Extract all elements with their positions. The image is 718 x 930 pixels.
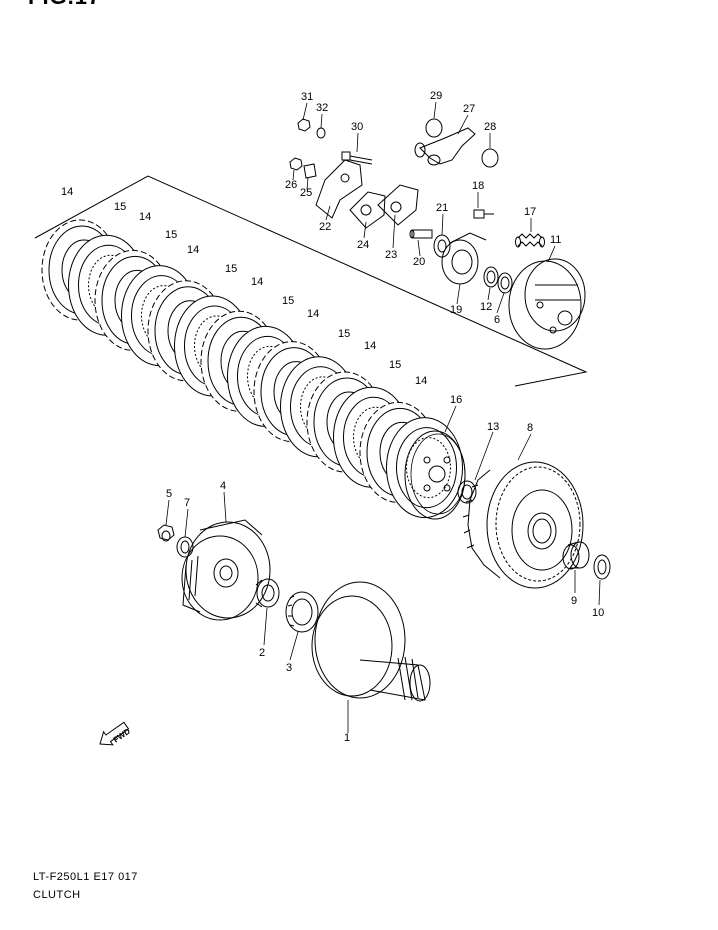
- washer-32: [316, 127, 326, 139]
- washer-12: [483, 266, 499, 288]
- callout-25: 25: [300, 187, 313, 199]
- callout-29: 29: [430, 90, 443, 102]
- nut-31: [297, 118, 311, 132]
- diagram-code: LT-F250L1 E17 017: [33, 871, 138, 883]
- callout-2: 2: [259, 647, 266, 659]
- plate-group-bracket: [34, 175, 588, 387]
- callout-11: 11: [550, 234, 562, 246]
- callout-15a: 15: [114, 201, 127, 213]
- callout-20: 20: [413, 256, 426, 268]
- steel-plate: [386, 417, 463, 519]
- clutch-housing-8: [462, 461, 584, 589]
- callout-15e: 15: [338, 328, 351, 340]
- callout-14f: 14: [364, 340, 377, 352]
- callout-7: 7: [184, 497, 191, 509]
- callout-8: 8: [527, 422, 534, 434]
- callout-6: 6: [494, 314, 501, 326]
- cam-plate-24: [349, 191, 386, 229]
- callout-1: 1: [344, 732, 351, 744]
- callout-4: 4: [220, 480, 227, 492]
- clutch-sleeve-hub-11: [508, 258, 586, 350]
- cam-23: [377, 184, 419, 226]
- centrifugal-clutch-4: [181, 519, 271, 621]
- clutch-drum-1: [311, 581, 431, 702]
- callout-14b: 14: [139, 211, 152, 223]
- callout-10: 10: [592, 607, 605, 619]
- release-lever-22: [315, 159, 363, 219]
- callout-15d: 15: [282, 295, 295, 307]
- callout-14a: 14: [61, 186, 74, 198]
- nut-26: [289, 157, 303, 171]
- bearing-2: [255, 578, 280, 608]
- diagram-title: CLUTCH: [33, 889, 81, 901]
- pressure-plate-16: [404, 430, 466, 520]
- callout-14e: 14: [307, 308, 320, 320]
- callout-3: 3: [286, 662, 293, 674]
- callout-9: 9: [571, 595, 578, 607]
- callout-28: 28: [484, 121, 497, 133]
- callout-14g: 14: [415, 375, 428, 387]
- callout-18: 18: [472, 180, 485, 192]
- callout-16: 16: [450, 394, 463, 406]
- washer-10: [593, 554, 611, 580]
- callout-26: 26: [285, 179, 298, 191]
- callout-13: 13: [487, 421, 500, 433]
- oil-pipe-27: [414, 127, 476, 166]
- callout-23: 23: [385, 249, 398, 261]
- callout-31: 31: [301, 91, 314, 103]
- callout-14d: 14: [251, 276, 264, 288]
- bolt-18: [473, 209, 494, 219]
- callout-12: 12: [480, 301, 493, 313]
- needle-bearing-3: [285, 591, 319, 633]
- callout-15f: 15: [389, 359, 402, 371]
- callout-15c: 15: [225, 263, 238, 275]
- callout-19: 19: [450, 304, 463, 316]
- callout-14c: 14: [187, 244, 200, 256]
- washer-13: [457, 480, 477, 504]
- callout-15b: 15: [165, 229, 178, 241]
- callout-24: 24: [357, 239, 370, 251]
- leader-lines: [165, 101, 601, 733]
- callout-30: 30: [351, 121, 364, 133]
- clutch-spring-17: [515, 233, 545, 248]
- callout-32: 32: [316, 102, 329, 114]
- plate-stack: [41, 219, 463, 519]
- washer-6: [497, 272, 513, 294]
- nut-5: [157, 524, 175, 542]
- callout-27: 27: [463, 103, 476, 115]
- bolt-30: [341, 151, 373, 165]
- callout-22: 22: [319, 221, 332, 233]
- o-ring-28: [481, 148, 499, 168]
- figure-header: FIG.17: [28, 0, 101, 8]
- fwd-arrow-icon: [99, 721, 130, 746]
- stud-25: [303, 163, 317, 179]
- o-ring-29: [425, 118, 443, 138]
- callout-21: 21: [436, 202, 449, 214]
- callout-5: 5: [166, 488, 173, 500]
- pin-20: [409, 229, 433, 239]
- spacer-9: [562, 541, 590, 570]
- callout-17: 17: [524, 206, 537, 218]
